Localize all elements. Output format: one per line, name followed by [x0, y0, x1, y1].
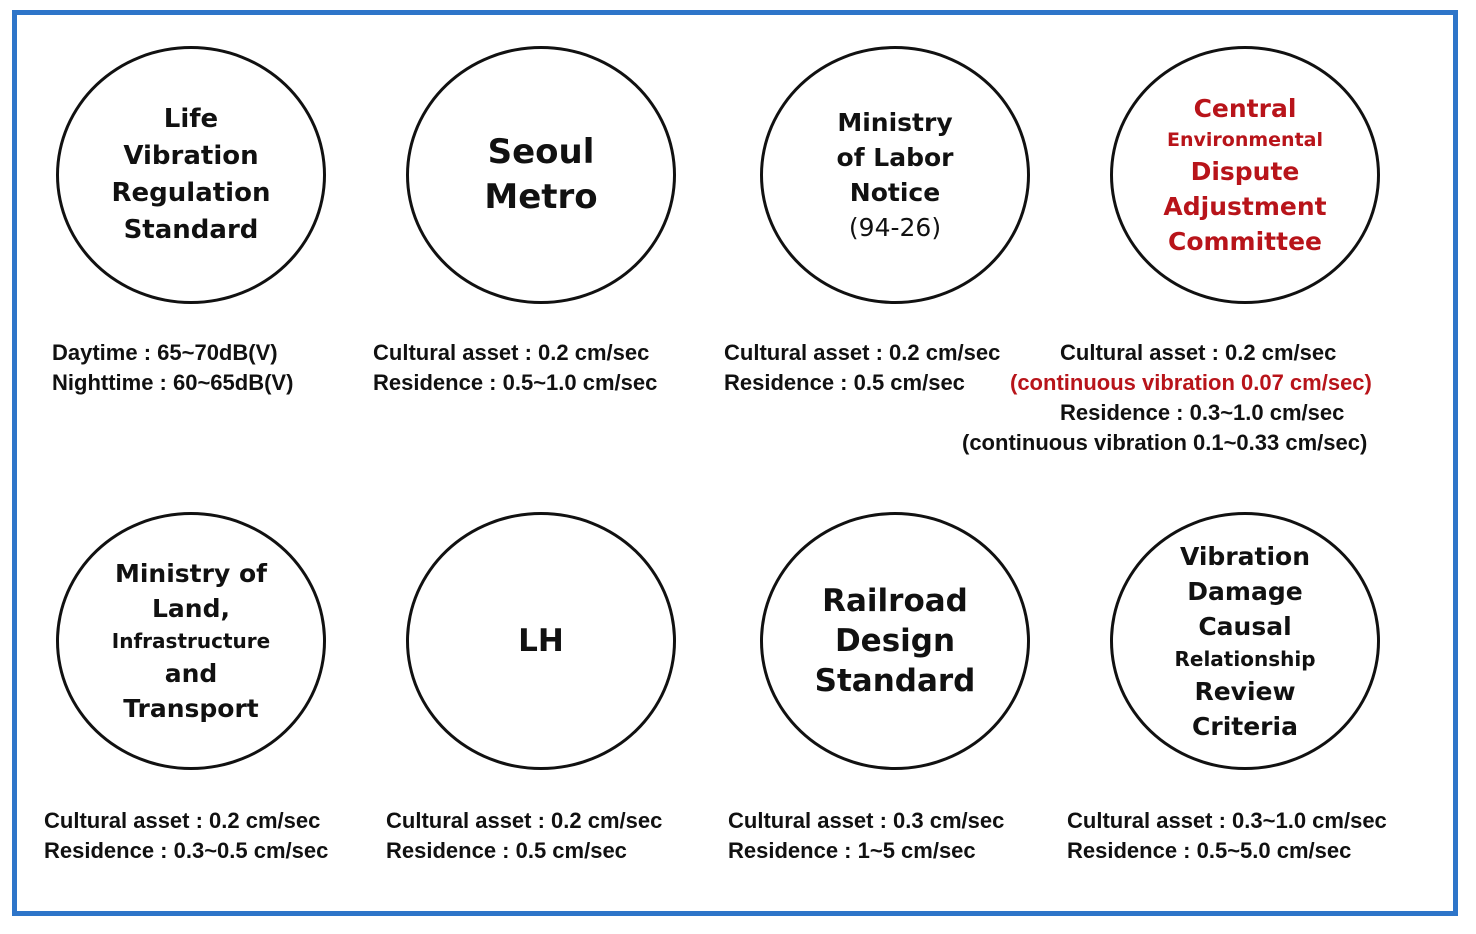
caption-ministry-of-labor: Cultural asset : 0.2 cm/sec Residence : …	[724, 338, 1000, 398]
caption-line: Residence : 0.5 cm/sec	[724, 370, 965, 395]
caption-life-vibration: Daytime : 65~70dB(V) Nighttime : 60~65dB…	[52, 338, 293, 398]
circle-title-line: Central	[1193, 94, 1297, 123]
circle-title-line: Criteria	[1192, 711, 1298, 741]
circle-title-line: Metro	[484, 177, 598, 217]
caption-line: Cultural asset : 0.2 cm/sec	[373, 340, 650, 365]
circle-railroad-design-standard: Railroad Design Standard	[760, 512, 1030, 770]
caption-line: Residence : 0.5 cm/sec	[386, 838, 627, 863]
caption-line: Cultural asset : 0.2 cm/sec	[44, 808, 321, 833]
circle-title-line: Relationship	[1174, 646, 1316, 671]
caption-line: Nighttime : 60~65dB(V)	[52, 370, 294, 395]
caption-line: Cultural asset : 0.2 cm/sec	[724, 340, 1001, 365]
caption-seoul-metro: Cultural asset : 0.2 cm/sec Residence : …	[373, 338, 657, 398]
circle-title-line: Standard	[814, 663, 976, 699]
circle-title-line: Dispute	[1190, 157, 1300, 186]
circle-title-line: Infrastructure	[111, 629, 271, 653]
circle-title-line: Environmental	[1167, 129, 1323, 151]
caption-ministry-of-land: Cultural asset : 0.2 cm/sec Residence : …	[44, 806, 328, 866]
circle-title-line: Transport	[123, 694, 259, 723]
circle-title-line: Design	[834, 623, 956, 659]
caption-line: Cultural asset : 0.3~1.0 cm/sec	[1067, 808, 1387, 833]
circle-title-line: and	[164, 659, 218, 688]
circle-vibration-damage-criteria: Vibration Damage Causal Relationship Rev…	[1110, 512, 1380, 770]
circle-title-line: Review	[1194, 676, 1296, 706]
circle-title-line: (94-26)	[848, 213, 942, 242]
circle-ministry-of-labor: Ministry of Labor Notice (94-26)	[760, 46, 1030, 304]
circle-life-vibration-standard: Life Vibration Regulation Standard	[56, 46, 326, 304]
circle-title-line: of Labor	[836, 143, 954, 172]
circle-title-line: LH	[518, 623, 564, 659]
caption-line: Cultural asset : 0.2 cm/sec	[386, 808, 663, 833]
circle-title-line: Standard	[123, 215, 259, 245]
caption-line: Residence : 0.3~0.5 cm/sec	[44, 838, 329, 863]
circle-title-line: Ministry of	[114, 559, 267, 588]
circle-title-line: Seoul	[487, 132, 595, 172]
circle-title-line: Notice	[849, 178, 941, 207]
caption-railroad-design: Cultural asset : 0.3 cm/sec Residence : …	[728, 806, 1004, 866]
circle-title-line: Committee	[1167, 227, 1322, 256]
caption-central-continuous: (continuous vibration 0.1~0.33 cm/sec)	[962, 428, 1367, 458]
circle-title-line: Railroad	[822, 583, 968, 619]
circle-title-line: Vibration	[1179, 541, 1311, 571]
caption-line: Cultural asset : 0.3 cm/sec	[728, 808, 1005, 833]
circle-title-line: Damage	[1187, 576, 1303, 606]
circle-lh: LH	[406, 512, 676, 770]
caption-continuous-vibration-highlight: (continuous vibration 0.07 cm/sec)	[1010, 368, 1372, 398]
circle-title-line: Adjustment	[1163, 192, 1327, 221]
circle-title-line: Land,	[151, 594, 230, 623]
circle-seoul-metro: Seoul Metro	[406, 46, 676, 304]
caption-lh: Cultural asset : 0.2 cm/sec Residence : …	[386, 806, 662, 866]
caption-line: Daytime : 65~70dB(V)	[52, 340, 278, 365]
caption-line: (continuous vibration 0.07 cm/sec)	[1010, 370, 1372, 395]
circle-title-line: Life	[163, 104, 219, 134]
circle-title-line: Causal	[1198, 611, 1292, 641]
circle-central-environmental-committee: Central Environmental Dispute Adjustment…	[1110, 46, 1380, 304]
caption-line: Residence : 0.3~1.0 cm/sec	[1060, 400, 1345, 425]
caption-line: Cultural asset : 0.2 cm/sec	[1060, 340, 1337, 365]
caption-central-residence: Residence : 0.3~1.0 cm/sec	[1060, 398, 1344, 428]
caption-line: Residence : 0.5~5.0 cm/sec	[1067, 838, 1352, 863]
caption-line: Residence : 1~5 cm/sec	[728, 838, 976, 863]
circle-ministry-of-land: Ministry of Land, Infrastructure and Tra…	[56, 512, 326, 770]
caption-central-environmental: Cultural asset : 0.2 cm/sec	[1060, 338, 1336, 368]
circle-title-line: Regulation	[111, 178, 271, 208]
circle-title-line: Ministry	[837, 108, 953, 137]
caption-vibration-damage: Cultural asset : 0.3~1.0 cm/sec Residenc…	[1067, 806, 1387, 866]
caption-line: Residence : 0.5~1.0 cm/sec	[373, 370, 658, 395]
circle-title-line: Vibration	[123, 141, 259, 171]
caption-line: (continuous vibration 0.1~0.33 cm/sec)	[962, 430, 1368, 455]
